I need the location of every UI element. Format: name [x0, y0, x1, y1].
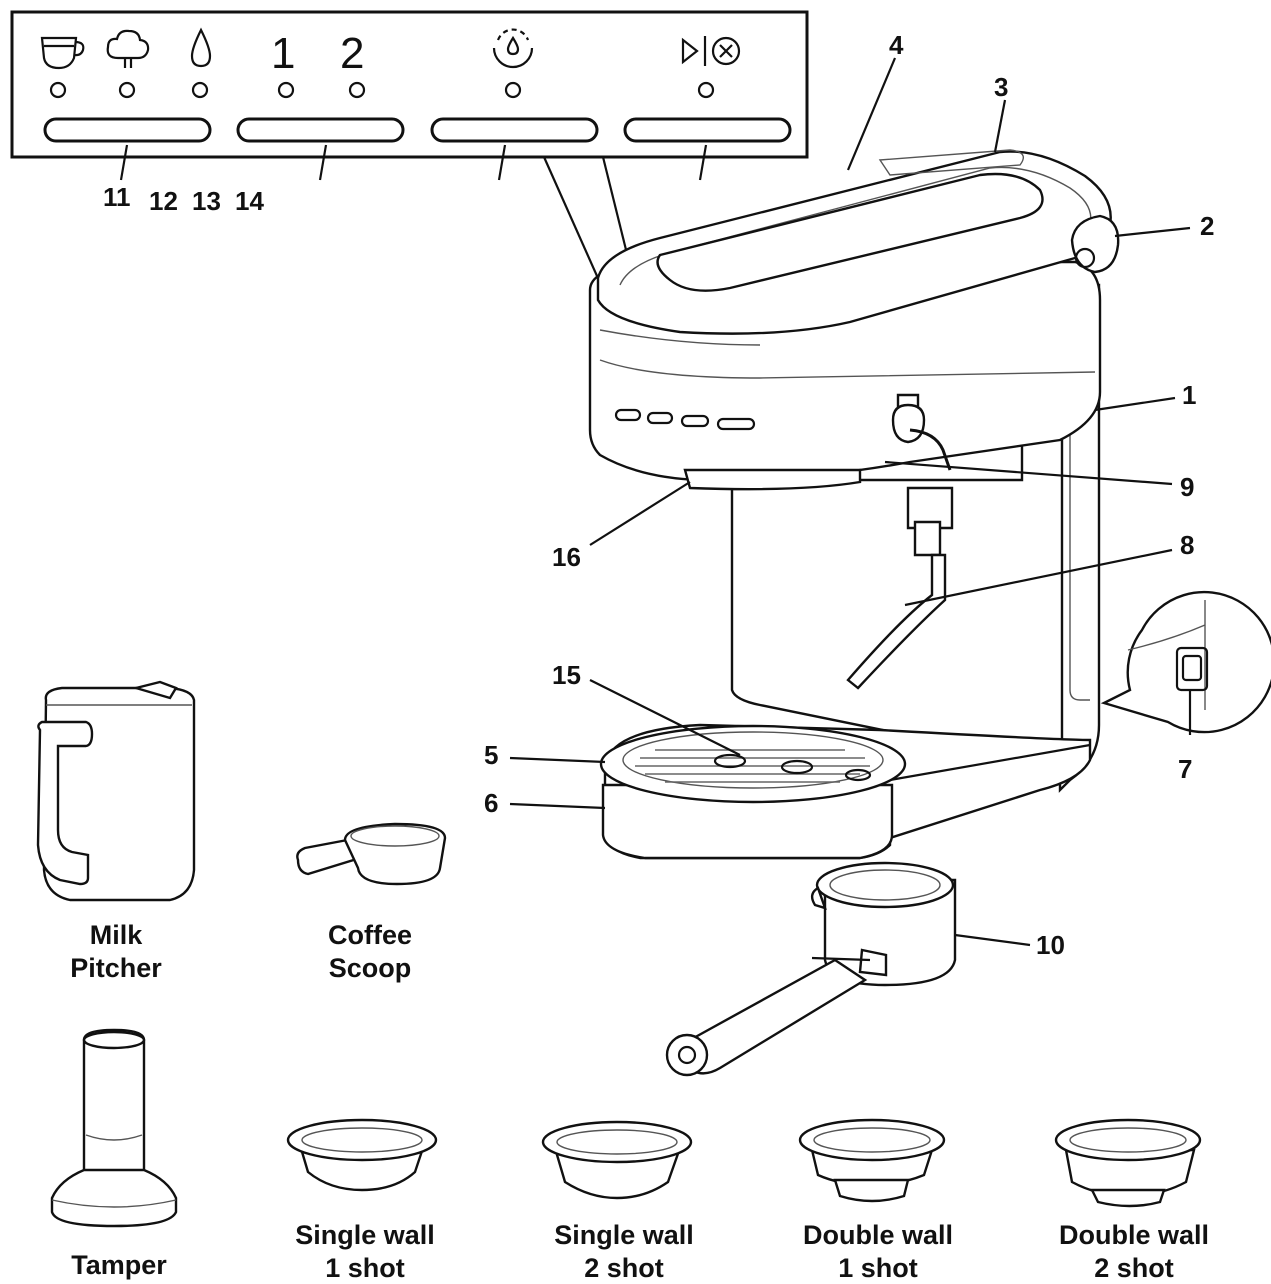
callout-6: 6	[484, 788, 498, 818]
milk-pitcher	[36, 680, 196, 902]
coffee-scoop-caption-line1: Coffee	[328, 920, 412, 950]
beverage-select-button[interactable]	[43, 117, 212, 143]
shot-two-label: 2	[340, 29, 364, 78]
tamper	[50, 1028, 178, 1228]
basket-1-caption-line2: 1 shot	[325, 1253, 405, 1283]
tamper-caption: Tamper	[71, 1250, 167, 1280]
callout-15: 15	[552, 660, 581, 690]
callout-11: 11	[103, 182, 131, 212]
callout-numbers: 1 2 3 4 5 6 7 8 9 10 11 12 13 14 15 16	[103, 30, 1214, 960]
callout-13: 13	[192, 186, 221, 216]
callout-14: 14	[235, 186, 264, 216]
steam-icon	[106, 29, 150, 68]
callout-10: 10	[1036, 930, 1065, 960]
drip-tray-grate	[635, 749, 872, 783]
portafilter	[665, 861, 957, 1077]
callout-9: 9	[1180, 472, 1194, 502]
basket-4-caption-line1: Double wall	[1059, 1220, 1209, 1250]
descale-button[interactable]	[430, 117, 599, 143]
callout-12: 12	[149, 186, 178, 216]
power-switch-inset	[1100, 590, 1271, 735]
indicator-leds	[49, 81, 715, 99]
milk-pitcher-caption-line2: Pitcher	[70, 953, 162, 983]
basket-2-caption-line2: 2 shot	[584, 1253, 664, 1283]
accessory-captions: Milk Pitcher Coffee Scoop Tamper Single …	[70, 920, 1209, 1283]
basket-2-caption-line1: Single wall	[554, 1220, 694, 1250]
basket-4-caption-line2: 2 shot	[1094, 1253, 1174, 1283]
coffee-scoop	[296, 822, 447, 886]
basket-double-wall-1-shot	[798, 1118, 946, 1203]
cup-icon	[40, 36, 85, 70]
milk-pitcher-caption-line1: Milk	[90, 920, 143, 950]
callout-leaders	[509, 57, 1191, 947]
control-panel-inset: 1 2	[10, 10, 809, 181]
basket-3-caption-line2: 1 shot	[838, 1253, 918, 1283]
callout-3: 3	[994, 72, 1008, 102]
basket-3-caption-line1: Double wall	[803, 1220, 953, 1250]
callout-4: 4	[889, 30, 904, 60]
callout-16: 16	[552, 542, 581, 572]
callout-7: 7	[1178, 754, 1192, 784]
shot-select-button[interactable]	[236, 117, 405, 143]
water-drop-icon	[190, 27, 212, 68]
callout-8: 8	[1180, 530, 1194, 560]
coffee-scoop-caption-line2: Scoop	[329, 953, 412, 983]
machine-front-buttons	[614, 408, 756, 431]
basket-single-wall-1-shot	[286, 1118, 438, 1192]
callout-5: 5	[484, 740, 498, 770]
play-cancel-icon	[681, 36, 741, 66]
descale-icon	[492, 28, 534, 69]
callout-2: 2	[1200, 211, 1214, 241]
basket-double-wall-2-shot	[1054, 1118, 1202, 1208]
basket-single-wall-2-shot	[541, 1120, 693, 1200]
espresso-machine	[588, 149, 1120, 860]
basket-1-caption-line1: Single wall	[295, 1220, 435, 1250]
callout-1: 1	[1182, 380, 1196, 410]
start-cancel-button[interactable]	[623, 117, 792, 143]
shot-one-label: 1	[271, 29, 295, 78]
steam-wand	[846, 393, 954, 690]
